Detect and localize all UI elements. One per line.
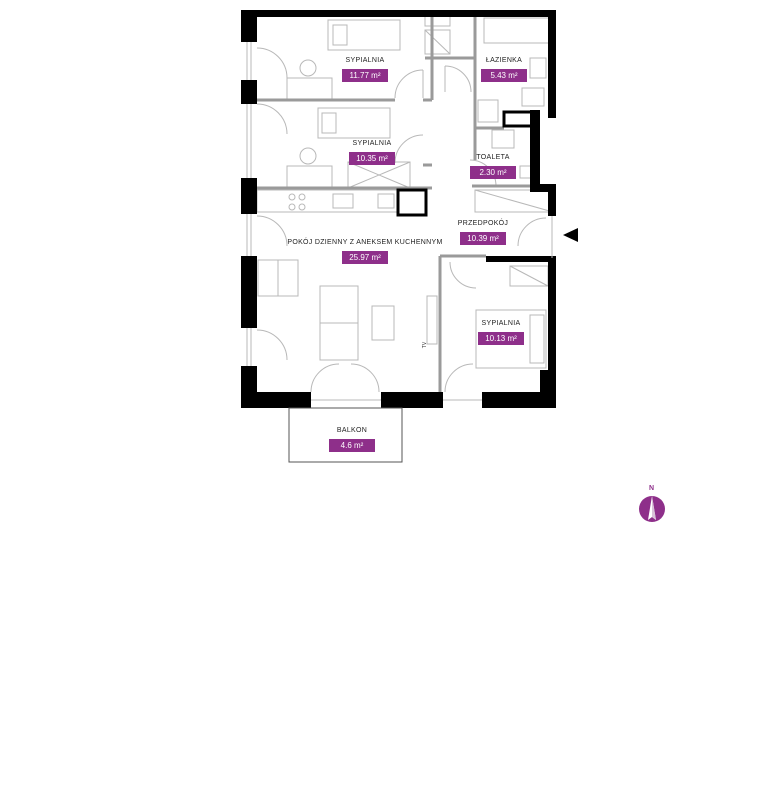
room-name: SYPIALNIA	[345, 57, 385, 64]
room-area-badge: 11.77 m²	[342, 69, 388, 82]
exterior-walls	[241, 10, 556, 408]
room-area-badge: 10.35 m²	[349, 152, 395, 165]
room-label-bedroom-3: SYPIALNIA 10.13 m²	[441, 319, 561, 346]
room-label-hallway: PRZEDPOKÓJ 10.39 m²	[423, 219, 543, 246]
room-name: TOALETA	[476, 154, 510, 161]
room-label-bedroom-1: SYPIALNIA 11.77 m²	[305, 56, 425, 83]
room-area-badge: 2.30 m²	[470, 166, 516, 179]
compass-north-label: N	[649, 485, 655, 492]
room-name: POKÓJ DZIENNY Z ANEKSEM KUCHENNYM	[287, 239, 443, 246]
room-name: SYPIALNIA	[481, 320, 521, 327]
room-name: BALKON	[336, 427, 368, 434]
door-swings	[256, 47, 547, 393]
room-area-badge: 4.6 m²	[329, 439, 375, 452]
room-name: SYPIALNIA	[352, 140, 392, 147]
room-label-bathroom: ŁAZIENKA 5.43 m²	[444, 56, 564, 83]
room-area-badge: 5.43 m²	[481, 69, 527, 82]
room-label-toilet: TOALETA 2.30 m²	[433, 153, 553, 180]
partition-walls	[257, 16, 532, 406]
entrance-arrow-icon	[563, 228, 578, 242]
room-area-badge: 10.13 m²	[478, 332, 524, 345]
tv-label: TV	[422, 341, 429, 349]
room-label-balcony: BALKON 4.6 m²	[292, 426, 412, 453]
room-label-bedroom-2: SYPIALNIA 10.35 m²	[312, 139, 432, 166]
room-name: ŁAZIENKA	[485, 57, 523, 64]
compass-icon	[639, 496, 665, 522]
room-label-living-room: POKÓJ DZIENNY Z ANEKSEM KUCHENNYM 25.97 …	[265, 238, 465, 265]
furniture	[256, 15, 554, 369]
room-name: PRZEDPOKÓJ	[457, 220, 509, 227]
room-area-badge: 10.39 m²	[460, 232, 506, 245]
shaft-outlines	[396, 110, 536, 217]
windows	[246, 42, 553, 401]
room-area-badge: 25.97 m²	[342, 251, 388, 264]
balcony-outline	[288, 407, 403, 463]
